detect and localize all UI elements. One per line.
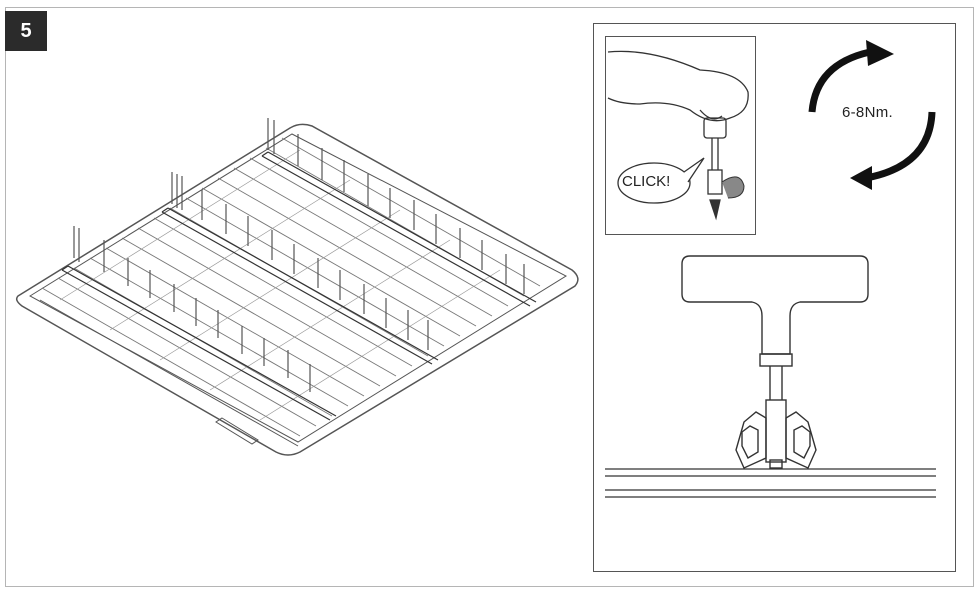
click-bubble: [617, 162, 691, 204]
torque-tool-icon: [703, 117, 727, 221]
mounting-clip-diagram: [735, 411, 817, 469]
detail-panel: [593, 23, 956, 572]
torque-value-label: 6-8Nm.: [842, 104, 893, 121]
mounting-bolts: [73, 118, 525, 392]
figure-frame: [5, 7, 974, 587]
t-handle-tool-diagram: [681, 255, 869, 469]
tool-inset-box: [605, 36, 756, 235]
rotate-arrow-icon: [721, 176, 745, 199]
hand-icon: [607, 50, 749, 122]
torque-arrows-icon: [808, 48, 936, 182]
rack-inner-frame: [29, 133, 568, 443]
rack-outer-frame: [15, 123, 579, 456]
step-number-badge: 5: [5, 11, 47, 51]
click-label: CLICK!: [622, 173, 671, 190]
t-slot-rails: [61, 151, 537, 421]
rail-section-diagram: [605, 468, 936, 498]
